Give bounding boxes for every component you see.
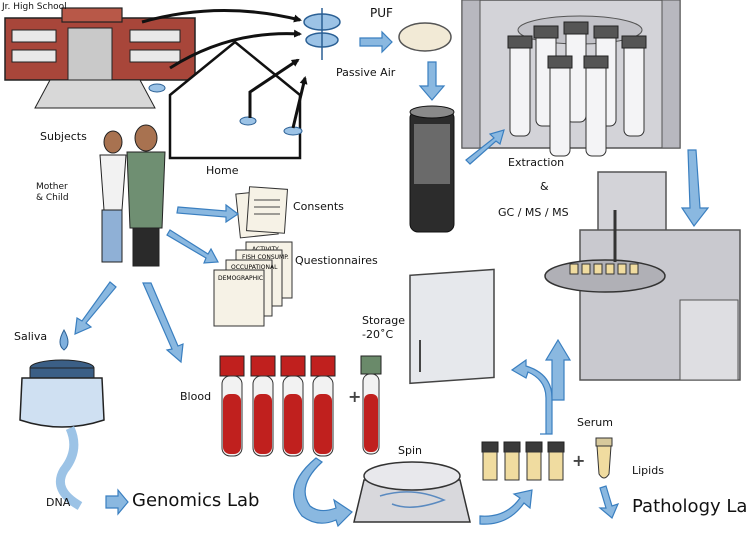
extraction-tube xyxy=(547,55,573,157)
questionnaires-label: Questionnaires xyxy=(295,254,378,267)
serum-vial xyxy=(547,441,565,481)
blood-tube xyxy=(219,355,245,457)
blood-tube xyxy=(280,355,306,457)
subjects-label: Subjects xyxy=(40,130,87,143)
home-house-icon xyxy=(168,40,302,160)
puf-disc-icon xyxy=(398,22,452,52)
subjects-mother-child-icon xyxy=(99,124,166,267)
tray-vial xyxy=(605,263,615,275)
extraction-tube xyxy=(583,55,609,157)
saliva-drop-icon xyxy=(59,328,69,351)
tray-vial xyxy=(581,263,591,275)
questionnaire-sheets: ACTIVITY FISH CONSUMP. OCCUPATIONAL DEMO… xyxy=(213,241,293,327)
extraction-tube xyxy=(507,35,533,137)
passive-air-label: Passive Air xyxy=(336,66,396,79)
blood-tubes-icon xyxy=(219,355,336,457)
gc-ms-ms-label: GC / MS / MS xyxy=(498,206,569,219)
school-label: Jr. High School xyxy=(2,2,67,12)
serum-vial xyxy=(525,441,543,481)
black-arrows xyxy=(141,8,308,129)
saliva-label: Saliva xyxy=(14,330,48,343)
school-building-icon xyxy=(4,7,196,109)
serum-vials-icon xyxy=(481,441,565,481)
extraction-label: Extraction xyxy=(508,156,565,169)
extraction-column-icon xyxy=(409,105,455,233)
spin-label: Spin xyxy=(398,444,422,457)
plus-icon: + xyxy=(348,387,361,406)
svg-text:DEMOGRAPHIC: DEMOGRAPHIC xyxy=(218,275,263,282)
serum-vial xyxy=(503,441,521,481)
and-label: & xyxy=(540,180,549,193)
questionnaire-sheet: DEMOGRAPHIC xyxy=(213,269,265,327)
serum-vial xyxy=(481,441,499,481)
serum-label: Serum xyxy=(577,416,613,429)
extraction-apparatus-icon xyxy=(461,0,681,157)
blood-label: Blood xyxy=(180,390,212,403)
genomics-lab-label: Genomics Lab xyxy=(132,490,260,511)
plus-icon: + xyxy=(572,451,585,470)
tray-vial xyxy=(617,263,627,275)
home-label: Home xyxy=(206,164,239,177)
puf-label: PUF xyxy=(370,6,393,20)
mother-child-label: Mother & Child xyxy=(36,182,69,203)
consents-label: Consents xyxy=(293,200,344,213)
freezer-icon xyxy=(409,268,495,385)
lipid-tube-icon xyxy=(595,437,613,479)
consent-forms-icon xyxy=(235,186,289,239)
svg-text:OCCUPATIONAL: OCCUPATIONAL xyxy=(231,264,278,271)
blood-tube xyxy=(250,355,276,457)
centrifuge-icon xyxy=(353,461,471,523)
pathology-lab-label: Pathology Lab xyxy=(632,496,749,517)
lipids-label: Lipids xyxy=(632,464,664,477)
extraction-tube xyxy=(621,35,647,137)
passive-air-sampler-icon xyxy=(148,8,341,136)
blood-tube xyxy=(310,355,336,457)
dna-ribbon-icon xyxy=(56,426,83,510)
green-top-tube-icon xyxy=(360,355,382,455)
tray-vial xyxy=(629,263,639,275)
storage-label: Storage -20˚C xyxy=(362,314,406,341)
gc-ms-instrument-icon xyxy=(544,171,741,381)
saliva-collection-jar-icon xyxy=(19,359,105,428)
dna-label: DNA xyxy=(46,496,71,509)
tray-vial xyxy=(569,263,579,275)
tray-vial xyxy=(593,263,603,275)
blue-flow-arrows xyxy=(74,30,710,528)
svg-text:FISH CONSUMP.: FISH CONSUMP. xyxy=(242,254,289,261)
